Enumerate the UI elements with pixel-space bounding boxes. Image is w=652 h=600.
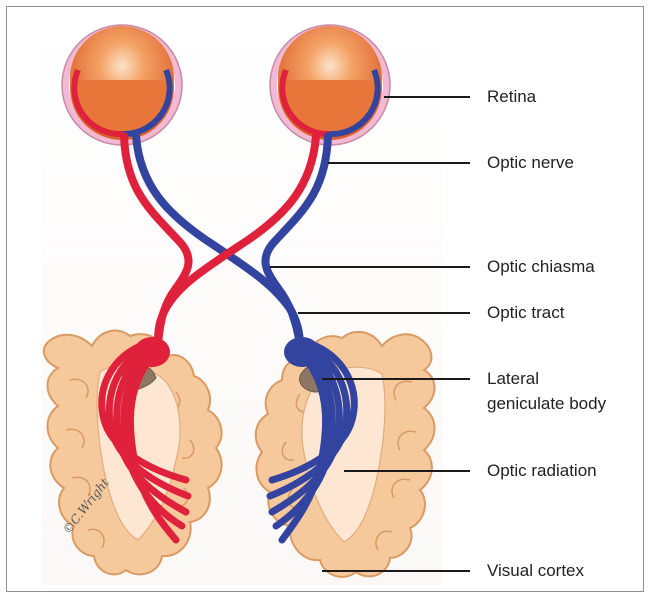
leader-optic-tract bbox=[298, 312, 470, 314]
label-retina: Retina bbox=[487, 86, 536, 108]
leader-visual-cortex bbox=[322, 570, 470, 572]
leader-optic-chiasma bbox=[270, 266, 470, 268]
label-lateral-geniculate-line2: geniculate body bbox=[487, 393, 606, 415]
label-lateral-geniculate-line1: Lateral bbox=[487, 368, 539, 390]
leader-optic-radiation bbox=[344, 470, 470, 472]
leader-lateral-geniculate bbox=[322, 378, 470, 380]
right-eye bbox=[270, 25, 390, 145]
label-optic-tract: Optic tract bbox=[487, 302, 564, 324]
left-eye bbox=[62, 25, 182, 145]
label-optic-chiasma: Optic chiasma bbox=[487, 256, 595, 278]
label-visual-cortex: Visual cortex bbox=[487, 560, 584, 582]
leader-optic-nerve bbox=[328, 162, 470, 164]
label-optic-nerve: Optic nerve bbox=[487, 152, 574, 174]
label-optic-radiation: Optic radiation bbox=[487, 460, 597, 482]
leader-retina bbox=[384, 96, 470, 98]
